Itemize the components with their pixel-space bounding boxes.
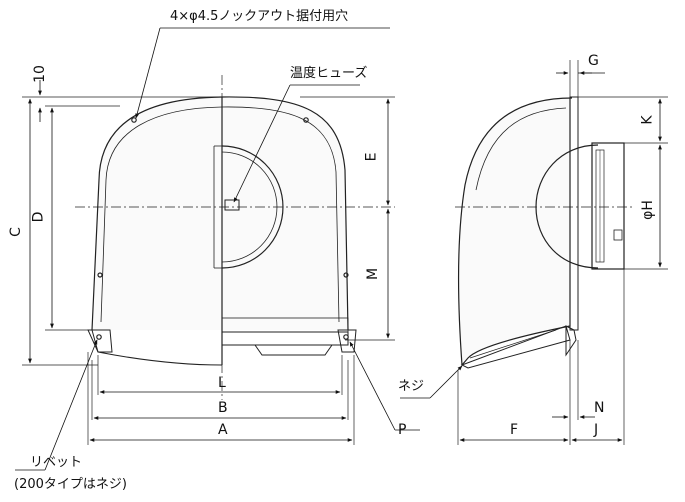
rivet (343, 334, 349, 340)
dim-H-label: φH (639, 200, 656, 220)
dim-J-label: J (594, 422, 599, 438)
dim-B-label: B (218, 400, 228, 416)
rivet (96, 334, 102, 340)
dim-E-label: E (363, 152, 380, 162)
dim-A-label: A (218, 422, 228, 438)
rivet-note-label: (200タイプはネジ) (14, 477, 127, 492)
screw-label: ネジ (398, 379, 425, 394)
thermal-fuse-label: 温度ヒューズ (290, 66, 368, 81)
side-leaders (400, 365, 463, 399)
knockout-hole (97, 272, 103, 278)
side-view (458, 96, 625, 369)
front-leaders (15, 27, 420, 471)
knockout-hole (343, 272, 349, 278)
dim-N-label: N (594, 400, 605, 416)
side-pipe (591, 142, 625, 270)
knockout-hole (131, 117, 137, 123)
base-strip (222, 331, 349, 346)
rivet-label: リベット (30, 455, 83, 470)
left-foot (87, 329, 113, 353)
dim-C-label: C (7, 227, 24, 237)
front-extension-lines (22, 96, 395, 445)
fuse-body (224, 199, 240, 211)
hood-outline (91, 96, 349, 331)
dim-L-label: L (218, 375, 226, 391)
side-bottom-bracket (565, 325, 577, 357)
side-extension-lines (457, 60, 668, 445)
front-centerlines (75, 75, 395, 400)
dim-10-label: 10 (31, 65, 48, 83)
right-foot (337, 329, 357, 353)
dim-K-label: K (639, 115, 656, 125)
side-clip (613, 229, 623, 241)
half-cover-bottom (91, 329, 223, 366)
dim-F-label: F (510, 422, 519, 438)
side-hood-inner (475, 107, 567, 191)
dim-D-label: D (30, 211, 47, 223)
base-foot (254, 344, 333, 356)
dim-M-label: M (365, 267, 382, 281)
dim-P-label: P (398, 422, 407, 438)
side-louver-inner (469, 329, 557, 359)
side-dimension-lines (459, 71, 662, 442)
dim-G-label: G (588, 53, 599, 69)
knockout-hole (303, 117, 309, 123)
side-hood-body (458, 97, 573, 367)
side-wall-plate (569, 96, 579, 331)
front-dimension-lines (28, 80, 390, 442)
knockout-holes-label: 4×φ4.5ノックアウト据付用穴 (170, 9, 349, 24)
